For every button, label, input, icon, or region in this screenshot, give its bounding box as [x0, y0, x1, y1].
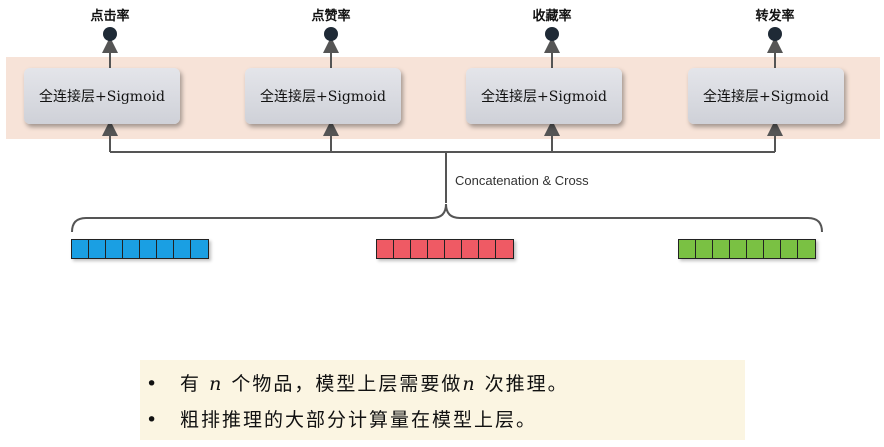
embedding-cell: [140, 240, 157, 258]
output-label-ctr: 点击率: [90, 9, 130, 24]
embedding-cell: [713, 240, 730, 258]
embedding-cell: [394, 240, 411, 258]
embedding-cell: [428, 240, 445, 258]
embedding-cell: [679, 240, 696, 258]
embedding-cell: [411, 240, 428, 258]
embedding-cell: [764, 240, 781, 258]
embedding-cell: [747, 240, 764, 258]
concat-label: Concatenation & Cross: [455, 173, 589, 188]
embedding-cell: [445, 240, 462, 258]
output-label-share: 转发率: [755, 9, 795, 24]
embedding-cell: [696, 240, 713, 258]
embedding-cell: [496, 240, 513, 258]
fc-sigmoid-box: 全连接层+Sigmoid: [24, 68, 180, 124]
embedding-cell: [798, 240, 815, 258]
embedding-vector: [678, 239, 816, 259]
fc-sigmoid-box: 全连接层+Sigmoid: [466, 68, 622, 124]
output-node: [103, 27, 117, 41]
note-item: 粗排推理的大部分计算量在模型上层。: [146, 402, 745, 438]
embedding-cell: [462, 240, 479, 258]
embedding-cell: [123, 240, 140, 258]
embedding-cell: [106, 240, 123, 258]
embedding-vector: [71, 239, 209, 259]
notes-box: 有 n 个物品，模型上层需要做n 次推理。 粗排推理的大部分计算量在模型上层。: [140, 360, 745, 440]
fc-sigmoid-box: 全连接层+Sigmoid: [245, 68, 401, 124]
embedding-cell: [730, 240, 747, 258]
embedding-cell: [89, 240, 106, 258]
fc-sigmoid-box: 全连接层+Sigmoid: [688, 68, 844, 124]
embedding-vector: [376, 239, 514, 259]
embedding-cell: [191, 240, 208, 258]
embedding-cell: [479, 240, 496, 258]
embedding-cell: [72, 240, 89, 258]
embedding-cell: [157, 240, 174, 258]
output-label-like: 点赞率: [311, 9, 351, 24]
embedding-cell: [377, 240, 394, 258]
output-node: [545, 27, 559, 41]
output-label-collect: 收藏率: [532, 9, 572, 24]
output-node: [768, 27, 782, 41]
embedding-cell: [781, 240, 798, 258]
note-item: 有 n 个物品，模型上层需要做n 次推理。: [146, 366, 745, 402]
embedding-cell: [174, 240, 191, 258]
output-node: [324, 27, 338, 41]
